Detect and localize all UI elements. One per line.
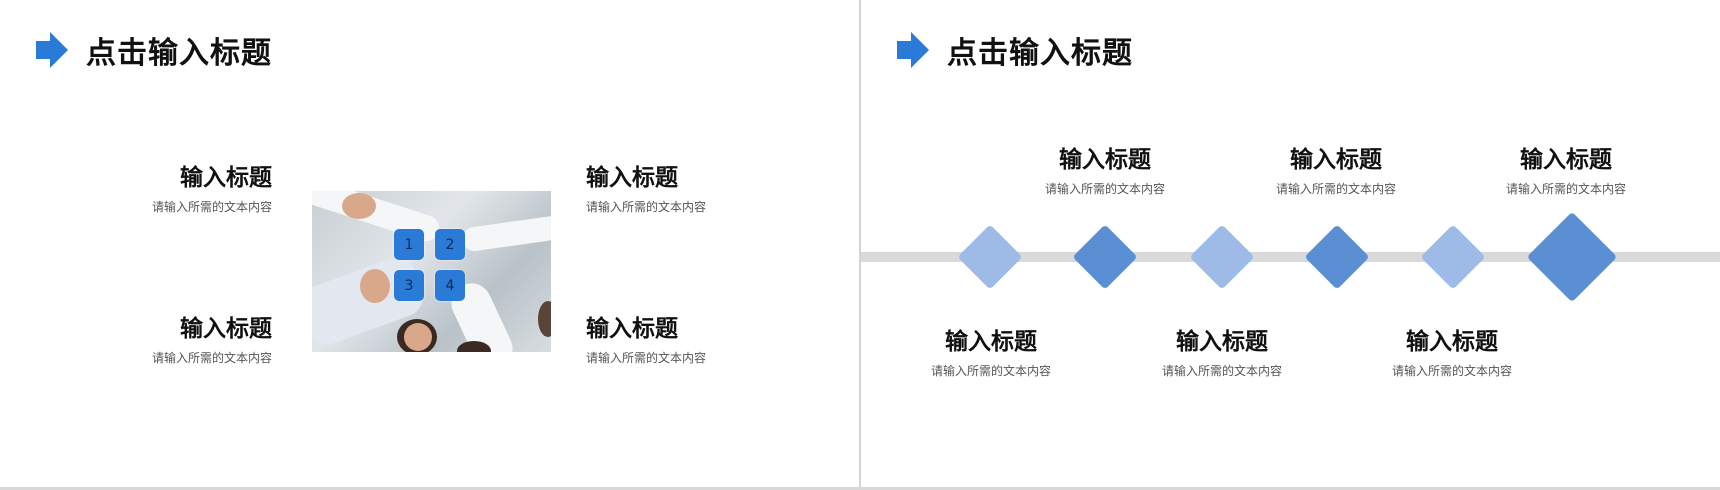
timeline-node-4[interactable]	[1304, 224, 1370, 290]
item-title: 输入标题	[1520, 147, 1612, 173]
photo-face	[404, 323, 432, 351]
slide-header: 点击输入标题	[897, 28, 1133, 72]
item-desc: 请输入所需的文本内容	[1045, 182, 1166, 196]
photo-arm	[460, 213, 551, 253]
slide-divider	[859, 0, 861, 490]
number-box-2[interactable]: 2	[435, 229, 465, 260]
item-desc: 请输入所需的文本内容	[1392, 364, 1513, 378]
arrow-right-icon	[36, 32, 68, 68]
timeline-node-6[interactable]	[1526, 211, 1618, 303]
timeline-top-item-1[interactable]: 输入标题 请输入所需的文本内容	[1045, 140, 1165, 197]
item-desc: 请输入所需的文本内容	[931, 364, 1052, 378]
block-desc: 请输入所需的文本内容	[586, 351, 707, 365]
text-block-top-right[interactable]: 输入标题 请输入所需的文本内容	[586, 158, 706, 215]
item-title: 输入标题	[1406, 329, 1498, 355]
text-block-bottom-right[interactable]: 输入标题 请输入所需的文本内容	[586, 309, 706, 366]
number-box-4[interactable]: 4	[435, 270, 465, 301]
slide-right: 点击输入标题 输入标题 请输入所需的文本内容 输入标题 请输入所需的文本内容 输…	[861, 0, 1720, 487]
timeline-node-1[interactable]	[957, 224, 1023, 290]
block-title: 输入标题	[180, 316, 272, 342]
item-desc: 请输入所需的文本内容	[1506, 182, 1627, 196]
timeline-node-2[interactable]	[1072, 224, 1138, 290]
text-block-top-left[interactable]: 输入标题 请输入所需的文本内容	[152, 158, 272, 215]
block-desc: 请输入所需的文本内容	[151, 351, 272, 365]
slide-title[interactable]: 点击输入标题	[86, 36, 272, 71]
timeline-bottom-item-3[interactable]: 输入标题 请输入所需的文本内容	[1392, 322, 1512, 379]
block-title: 输入标题	[586, 316, 678, 342]
timeline-top-item-2[interactable]: 输入标题 请输入所需的文本内容	[1276, 140, 1396, 197]
timeline-node-5[interactable]	[1420, 224, 1486, 290]
item-desc: 请输入所需的文本内容	[1276, 182, 1397, 196]
timeline-bottom-item-1[interactable]: 输入标题 请输入所需的文本内容	[931, 322, 1051, 379]
block-title: 输入标题	[586, 165, 678, 191]
slide-title[interactable]: 点击输入标题	[947, 36, 1133, 71]
item-title: 输入标题	[1059, 147, 1151, 173]
arrow-right-icon	[897, 32, 929, 68]
number-box-1[interactable]: 1	[394, 229, 424, 260]
team-photo[interactable]: 1 2 3 4	[312, 191, 551, 352]
timeline-top-item-3[interactable]: 输入标题 请输入所需的文本内容	[1506, 140, 1626, 197]
item-desc: 请输入所需的文本内容	[1162, 364, 1283, 378]
slide-header: 点击输入标题	[36, 28, 272, 72]
timeline-bottom-item-2[interactable]: 输入标题 请输入所需的文本内容	[1162, 322, 1282, 379]
block-desc: 请输入所需的文本内容	[151, 200, 272, 214]
photo-face	[342, 193, 376, 219]
photo-hair	[538, 301, 551, 337]
block-title: 输入标题	[180, 165, 272, 191]
block-desc: 请输入所需的文本内容	[586, 200, 707, 214]
item-title: 输入标题	[1290, 147, 1382, 173]
number-box-3[interactable]: 3	[394, 270, 424, 301]
timeline-track	[861, 252, 1720, 262]
photo-hair	[457, 341, 491, 352]
slide-left: 点击输入标题 输入标题 请输入所需的文本内容 输入标题 请输入所需的文本内容 输…	[0, 0, 860, 487]
text-block-bottom-left[interactable]: 输入标题 请输入所需的文本内容	[152, 309, 272, 366]
bottom-border	[0, 487, 1720, 490]
item-title: 输入标题	[945, 329, 1037, 355]
item-title: 输入标题	[1176, 329, 1268, 355]
timeline-node-3[interactable]	[1189, 224, 1255, 290]
photo-face	[360, 269, 390, 303]
